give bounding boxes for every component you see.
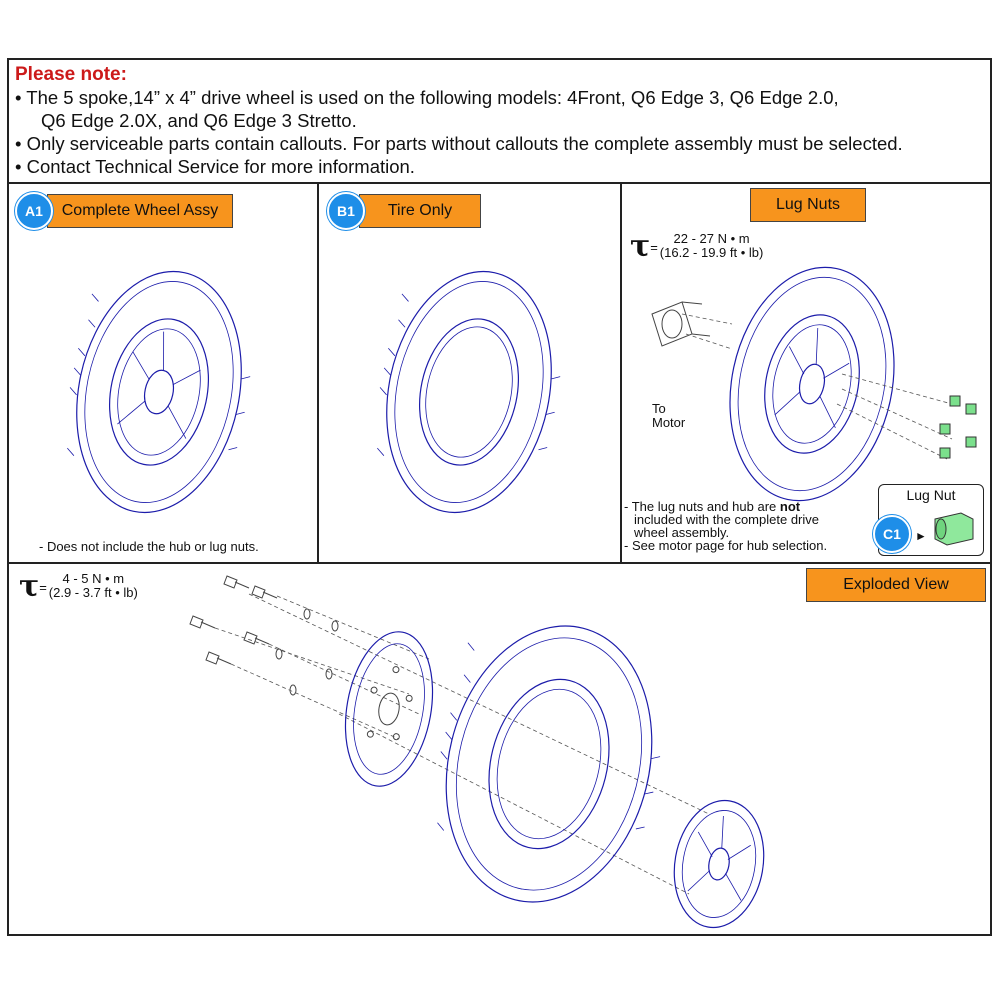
- outer-rim-drawing: [673, 799, 765, 929]
- lug-torque-metric: 22 - 27 N • m: [673, 231, 750, 246]
- note-title: Please note:: [15, 64, 127, 85]
- inner-rim-drawing: [344, 631, 434, 787]
- panel-lug-nuts: Lug Nuts τ = 22 - 27 N • m (16.2 - 19.9 …: [622, 184, 992, 564]
- lug-nut-detail-label: Lug Nut: [906, 487, 956, 503]
- note-block: Please note: • The 5 spoke,14” x 4” driv…: [9, 60, 990, 184]
- callout-b1[interactable]: B1: [327, 192, 365, 230]
- lug-nut-detail-box[interactable]: Lug Nut C1 ►: [873, 484, 984, 556]
- note-line-models: • The 5 spoke,14” x 4” drive wheel is us…: [15, 87, 839, 108]
- tag-tire-only[interactable]: B1 Tire Only: [327, 192, 481, 230]
- tire-only-illustration: [377, 270, 561, 514]
- exploded-tire-drawing: [437, 625, 661, 903]
- arrow-icon: ►: [915, 529, 927, 543]
- tag-complete-wheel[interactable]: A1 Complete Wheel Assy: [15, 192, 233, 230]
- exploded-torque-imperial: (2.9 - 3.7 ft • lb): [48, 585, 138, 600]
- complete-wheel-illustration: [67, 270, 251, 514]
- panel-exploded-view: Exploded View τ = 4 - 5 N • m (2.9 - 3.7…: [9, 564, 990, 936]
- panel-complete-wheel: A1 Complete Wheel Assy - Does not includ…: [9, 184, 319, 564]
- callout-c1[interactable]: C1: [873, 515, 911, 553]
- note-line-callouts: • Only serviceable parts contain callout…: [15, 133, 903, 154]
- lug-torque-imperial: (16.2 - 19.9 ft • lb): [659, 245, 764, 260]
- callout-a1[interactable]: A1: [15, 192, 53, 230]
- exploded-torque-metric: 4 - 5 N • m: [62, 571, 125, 586]
- to-motor-label: To Motor: [652, 401, 686, 430]
- parts-sheet: Please note: • The 5 spoke,14” x 4” driv…: [7, 58, 992, 936]
- lug-nut-icon: [934, 512, 974, 546]
- lug-nuts-drawing: [939, 395, 977, 459]
- panel-tire-only: B1 Tire Only: [319, 184, 622, 564]
- torque-symbol-exploded: τ: [19, 569, 40, 604]
- lug-nuts-illustration: [651, 266, 977, 502]
- lug-nuts-label[interactable]: Lug Nuts: [750, 188, 866, 222]
- exploded-view-illustration: [189, 575, 765, 929]
- note-line-contact: • Contact Technical Service for more inf…: [15, 156, 415, 177]
- torque-symbol: τ: [630, 229, 651, 264]
- exploded-view-label[interactable]: Exploded View: [806, 568, 986, 602]
- complete-wheel-label[interactable]: Complete Wheel Assy: [47, 194, 233, 228]
- hub-drawing: [651, 301, 733, 350]
- complete-wheel-caption: - Does not include the hub or lug nuts.: [39, 539, 259, 554]
- lug-notes: - The lug nuts and hub are not included …: [624, 499, 828, 553]
- exploded-torque-spec: τ = 4 - 5 N • m (2.9 - 3.7 ft • lb): [19, 569, 138, 604]
- lug-torque-spec: τ = 22 - 27 N • m (16.2 - 19.9 ft • lb): [630, 229, 764, 264]
- tire-only-label[interactable]: Tire Only: [359, 194, 481, 228]
- note-line-models-cont: Q6 Edge 2.0X, and Q6 Edge 3 Stretto.: [41, 110, 357, 131]
- bolts-drawing: [189, 575, 339, 696]
